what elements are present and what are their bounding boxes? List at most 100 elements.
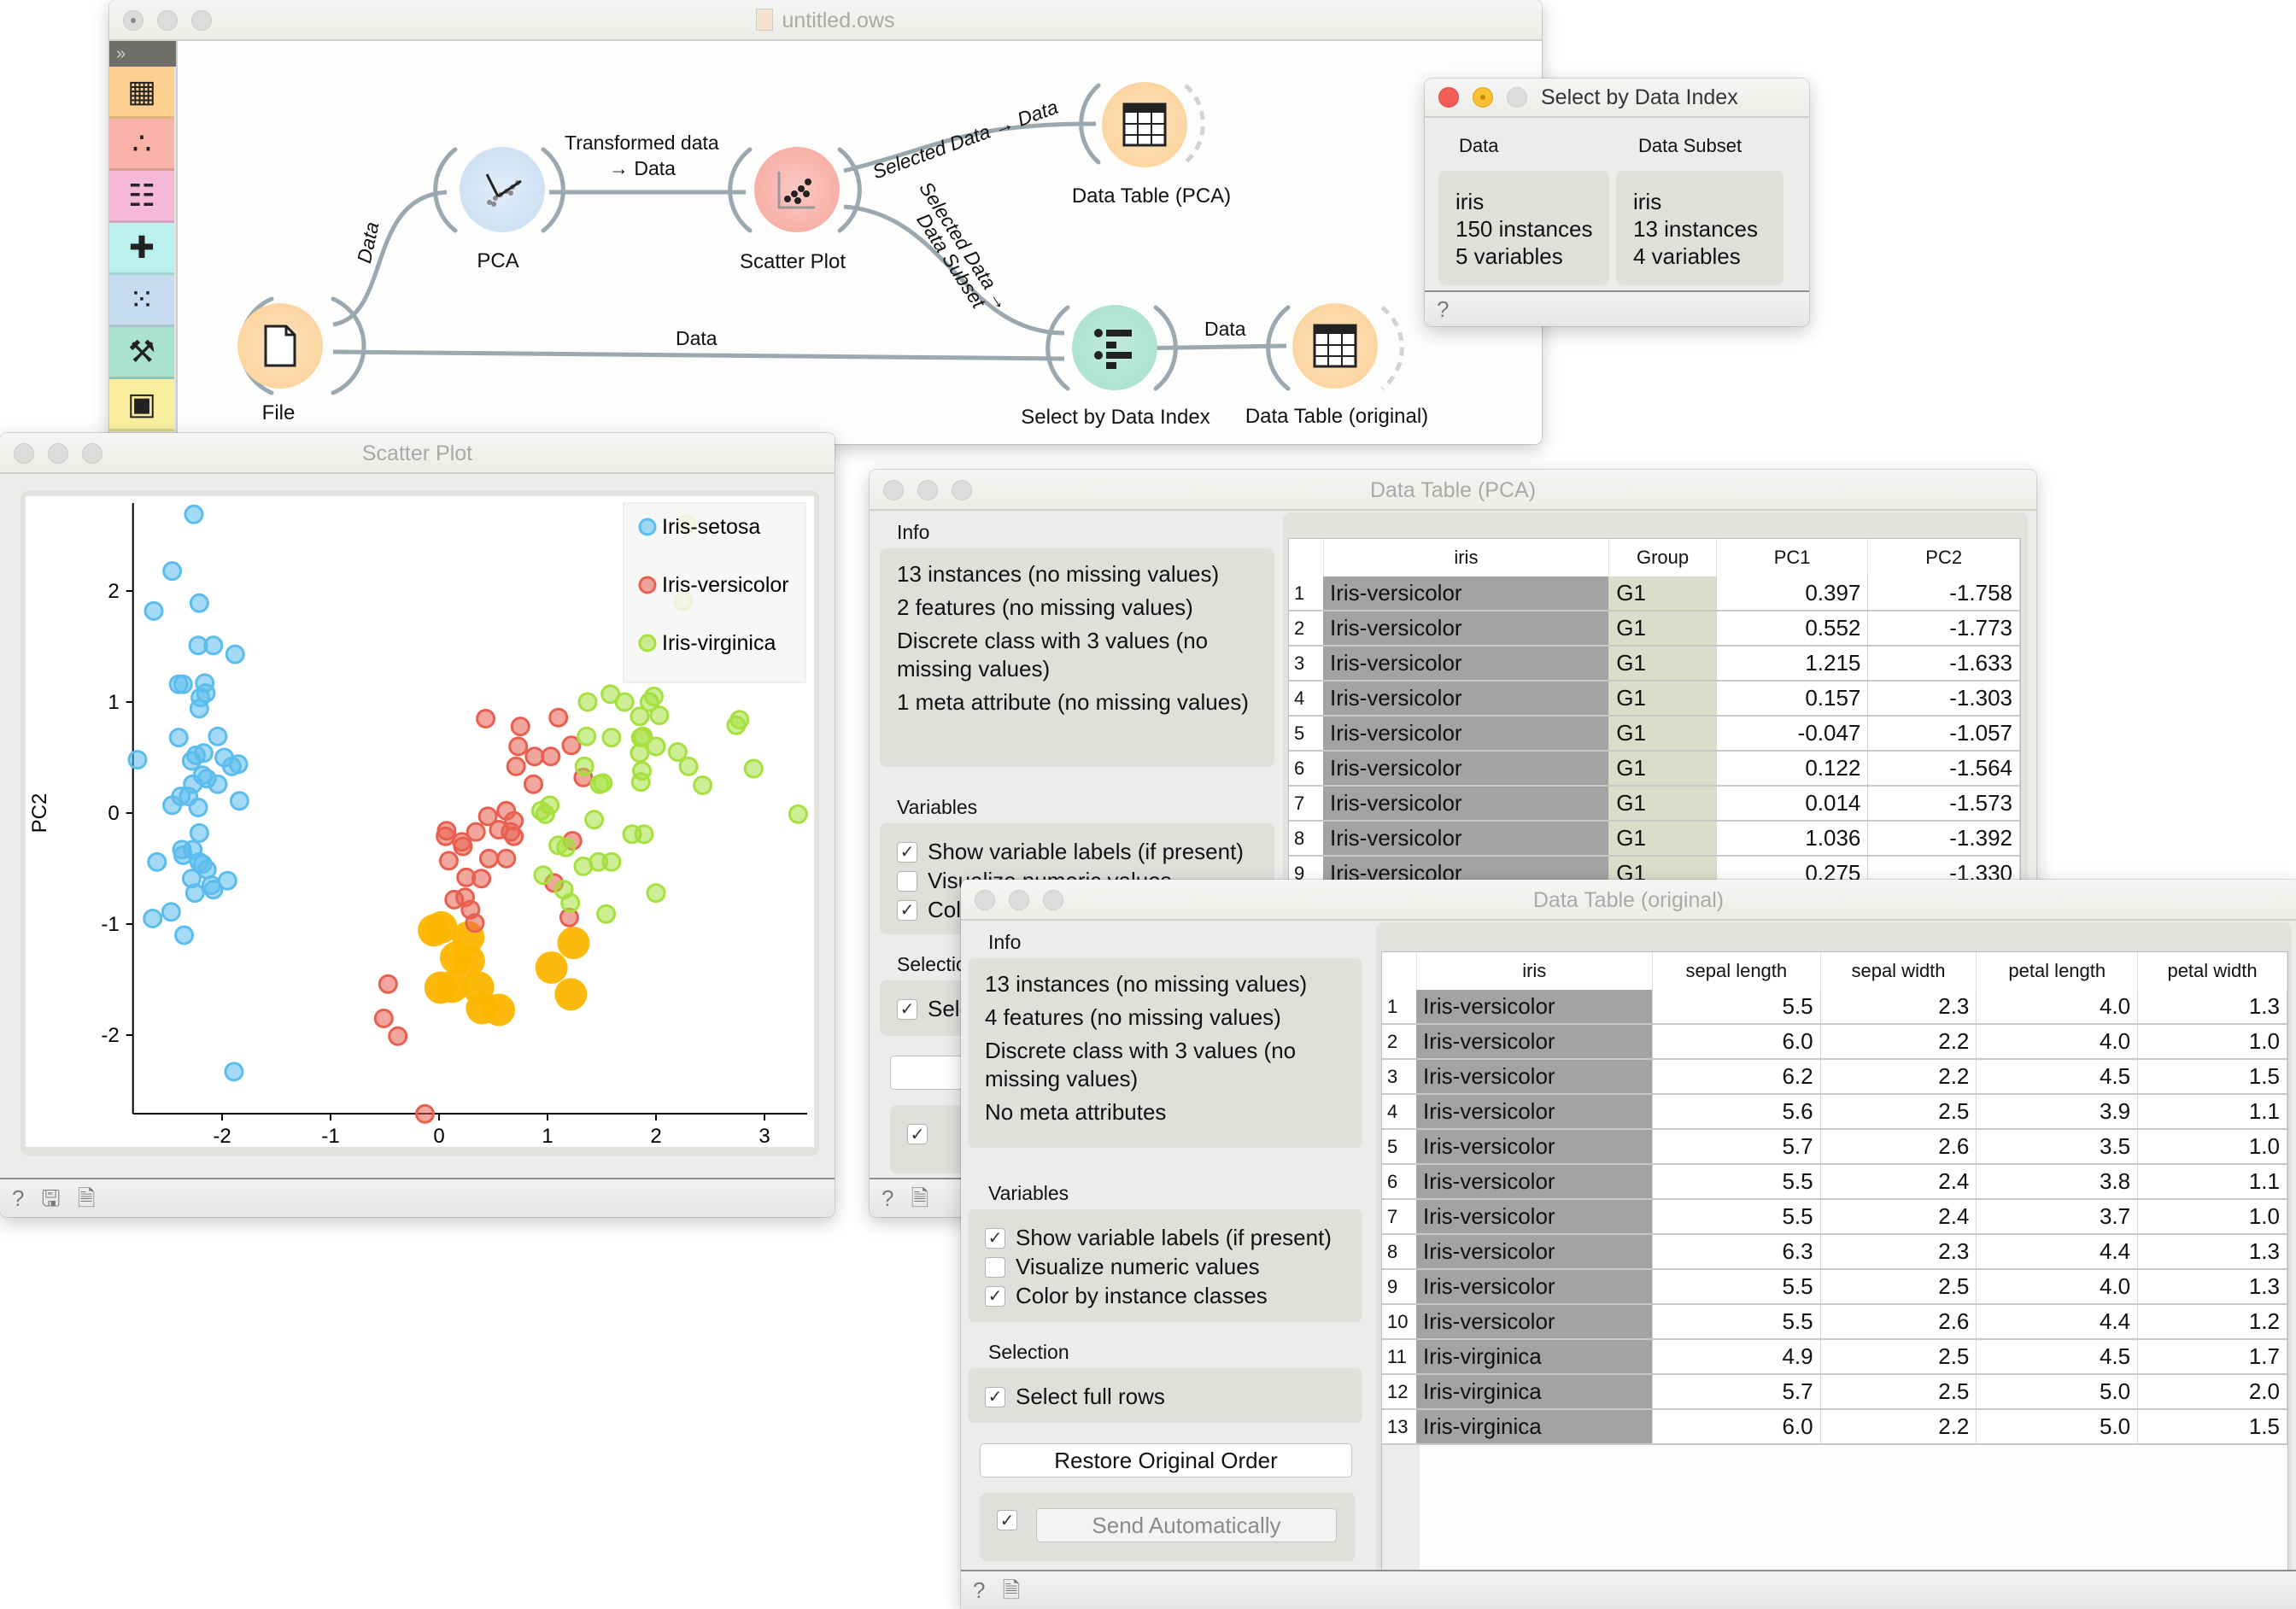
- help-icon[interactable]: ?: [973, 1577, 986, 1603]
- restore-original-order-button[interactable]: Restore Original Order: [980, 1443, 1352, 1477]
- data-point[interactable]: [161, 902, 181, 922]
- data-point[interactable]: [378, 974, 398, 994]
- data-point[interactable]: [438, 851, 459, 871]
- close-button[interactable]: [975, 890, 995, 910]
- close-button[interactable]: [1438, 87, 1459, 108]
- data-point[interactable]: [162, 795, 183, 816]
- close-button[interactable]: [123, 10, 144, 31]
- data-point[interactable]: [476, 709, 496, 728]
- column-header[interactable]: iris: [1323, 539, 1610, 576]
- data-point[interactable]: [614, 692, 635, 712]
- data-point[interactable]: [743, 758, 764, 779]
- toolbox-expand-button[interactable]: »: [109, 41, 176, 67]
- data-point[interactable]: [541, 746, 561, 767]
- column-header[interactable]: PC2: [1867, 539, 2020, 576]
- data-point[interactable]: [630, 772, 651, 793]
- select-full-rows-checkbox[interactable]: ✓Select full rows: [985, 1384, 1165, 1410]
- data-point[interactable]: [173, 674, 193, 694]
- data-point[interactable]: [144, 600, 164, 621]
- node-data-table-pca[interactable]: [1102, 82, 1187, 167]
- color-by-class-checkbox[interactable]: ✓Color by instance classes: [985, 1283, 1268, 1309]
- data-point[interactable]: [634, 824, 654, 845]
- toolbox-category-add-ons[interactable]: ⚒: [109, 327, 174, 379]
- data-point[interactable]: [523, 774, 543, 794]
- data-point[interactable]: [193, 743, 214, 764]
- data-point[interactable]: [630, 743, 650, 764]
- help-icon[interactable]: ?: [882, 1185, 894, 1211]
- report-icon[interactable]: 🗎: [77, 1185, 96, 1211]
- column-header[interactable]: petal length: [1976, 952, 2139, 990]
- data-point[interactable]: [373, 1009, 394, 1028]
- data-point[interactable]: [561, 735, 582, 756]
- data-point[interactable]: [693, 775, 713, 795]
- data-point[interactable]: [208, 774, 228, 794]
- zoom-button[interactable]: [1507, 87, 1527, 108]
- scatter-chart[interactable]: -2-10123-2-1012PC1PC2Iris-setosaIris-ver…: [26, 496, 814, 1185]
- data-point[interactable]: [535, 804, 555, 824]
- data-point[interactable]: [577, 692, 598, 712]
- report-icon[interactable]: 🗎: [911, 1185, 929, 1211]
- toolbox-category-visualize[interactable]: ∴: [109, 119, 174, 171]
- data-point[interactable]: [524, 746, 545, 767]
- data-point[interactable]: [143, 909, 163, 928]
- send-automatically-button[interactable]: Send Automatically: [1036, 1508, 1337, 1542]
- data-point[interactable]: [646, 736, 666, 757]
- data-point[interactable]: [173, 845, 193, 865]
- column-header[interactable]: petal width: [2137, 952, 2287, 990]
- toolbox-category-unsupervised[interactable]: ⁙: [109, 275, 174, 327]
- minimize-button[interactable]: [917, 480, 938, 500]
- close-button[interactable]: [14, 443, 34, 464]
- data-point[interactable]: [203, 635, 224, 656]
- data-point[interactable]: [414, 1103, 435, 1124]
- data-point[interactable]: [556, 837, 577, 857]
- data-point[interactable]: [533, 865, 554, 886]
- zoom-button[interactable]: [191, 10, 212, 31]
- data-point[interactable]: [596, 904, 617, 924]
- data-point[interactable]: [548, 707, 569, 728]
- minimize-button[interactable]: [1473, 87, 1493, 108]
- data-point[interactable]: [127, 750, 148, 770]
- minimize-button[interactable]: [48, 443, 68, 464]
- zoom-button[interactable]: [952, 480, 972, 500]
- visualize-numeric-checkbox[interactable]: Visualize numeric values: [985, 1254, 1260, 1280]
- node-select-by-data-index[interactable]: [1072, 305, 1157, 390]
- data-point[interactable]: [593, 773, 613, 793]
- help-icon[interactable]: ?: [1437, 296, 1450, 322]
- data-point[interactable]: [203, 880, 224, 900]
- data-point[interactable]: [506, 756, 526, 776]
- data-point[interactable]: [584, 810, 605, 830]
- report-icon[interactable]: 🗎: [1002, 1577, 1021, 1603]
- data-point[interactable]: [189, 822, 209, 843]
- data-point[interactable]: [465, 913, 485, 933]
- data-point[interactable]: [228, 754, 249, 775]
- data-point[interactable]: [788, 804, 808, 824]
- minimize-button[interactable]: [1009, 890, 1029, 910]
- column-header[interactable]: Group: [1608, 539, 1717, 576]
- node-data-table-original[interactable]: [1292, 303, 1378, 389]
- column-header[interactable]: sepal length: [1652, 952, 1821, 990]
- data-point[interactable]: [729, 710, 750, 730]
- send-auto-checkbox[interactable]: ✓: [997, 1510, 1028, 1530]
- data-point[interactable]: [225, 644, 245, 664]
- node-scatter-plot[interactable]: [754, 147, 840, 232]
- data-point[interactable]: [601, 851, 622, 872]
- data-point[interactable]: [453, 836, 473, 857]
- data-point[interactable]: [601, 728, 622, 748]
- data-point[interactable]: [388, 1026, 408, 1046]
- data-point[interactable]: [147, 851, 167, 872]
